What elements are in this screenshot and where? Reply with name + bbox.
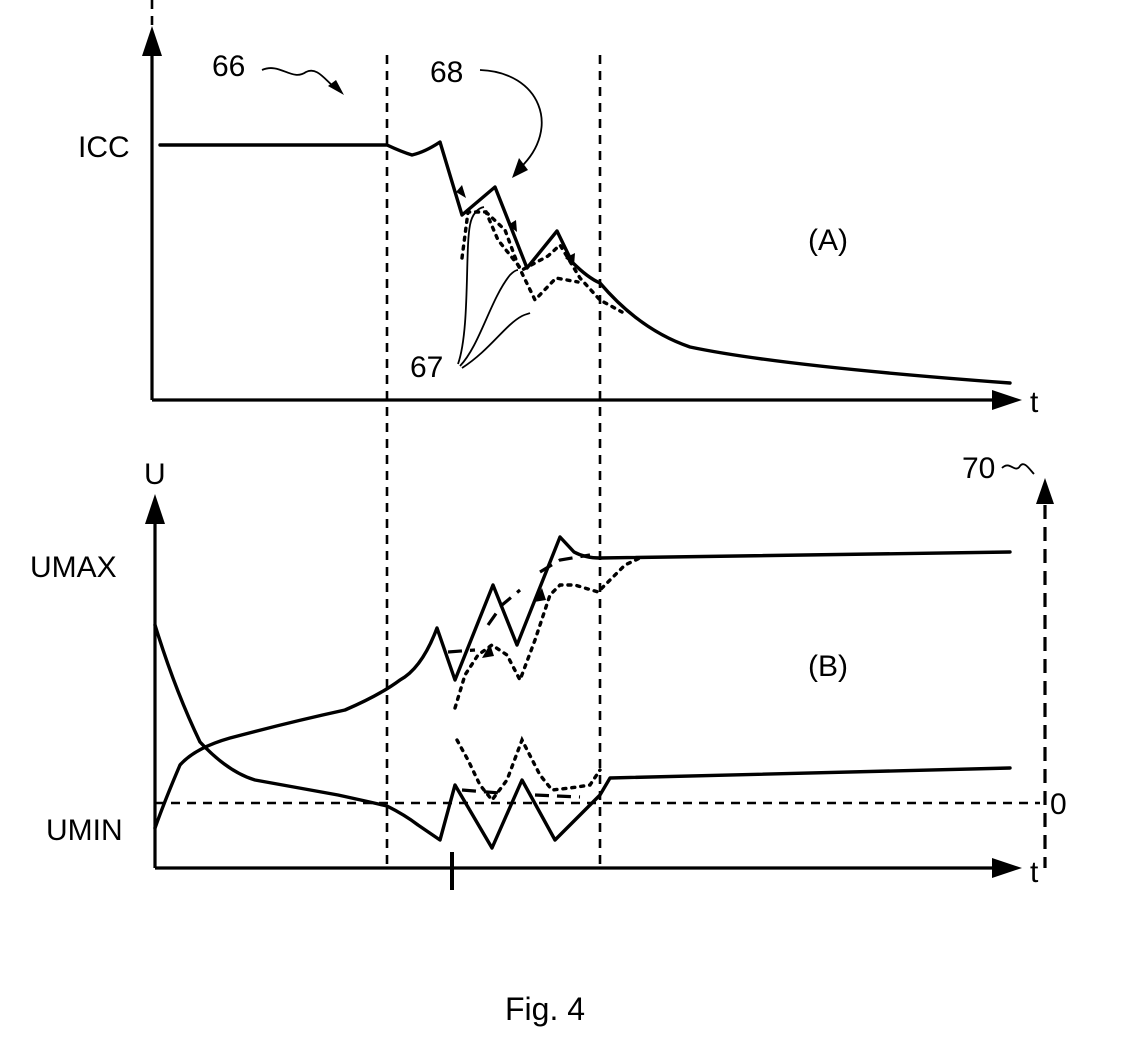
panel-a: t ICC (A) 66 68 67 (78, 0, 1039, 419)
falling-voltage-curve (155, 625, 1010, 848)
upper-dotted-curve (455, 558, 640, 708)
figure-caption: Fig. 4 (505, 991, 585, 1027)
panel-b-x-arrowhead (992, 858, 1022, 878)
icc-label: ICC (78, 131, 130, 164)
lower-dashed-curve (462, 790, 580, 797)
zero-label: 0 (1050, 788, 1067, 821)
u-axis-label: U (144, 458, 166, 491)
umin-label: UMIN (46, 814, 123, 847)
icc-current-curve (160, 142, 1010, 383)
ref-68-leader (480, 70, 542, 168)
panel-b-y-arrowhead (145, 494, 165, 524)
panel-a-label: (A) (808, 224, 848, 257)
ref-68-label: 68 (430, 56, 463, 89)
panel-a-y-arrowhead (142, 26, 162, 56)
icc-dotted-curve-2 (486, 212, 578, 300)
icc-dotted-curve-1 (462, 212, 622, 312)
panel-b: U UMAX UMIN t (B) 0 70 (30, 452, 1067, 890)
ref-67-leader-3 (462, 313, 530, 368)
panel-b-label: (B) (808, 650, 848, 683)
panel-a-x-arrowhead (992, 390, 1022, 410)
panel-b-x-label: t (1030, 856, 1039, 889)
ref-67-leader-1 (458, 207, 484, 364)
ref-66-label: 66 (212, 50, 245, 83)
ref-70-arrowhead (1036, 478, 1054, 504)
ref-66-leader (262, 68, 338, 90)
umax-label: UMAX (30, 551, 117, 584)
ref-66-arrowhead (328, 80, 344, 95)
ref-70-leader (1002, 464, 1034, 474)
panel-a-x-label: t (1030, 386, 1039, 419)
ref-67-label: 67 (410, 351, 443, 384)
ref-67-leader-2 (460, 270, 518, 366)
ref-70-label: 70 (962, 452, 995, 485)
